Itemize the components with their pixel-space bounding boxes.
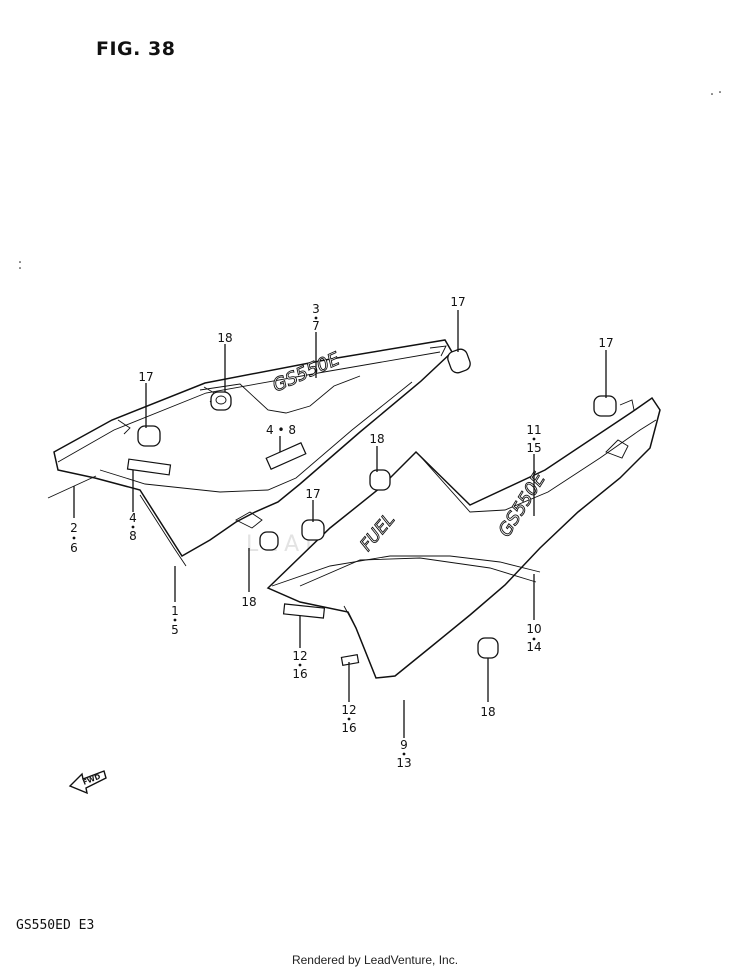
left-cover-pad (126, 458, 172, 476)
model-code: GS550ED E3 (16, 918, 95, 933)
callout-10: 10 (526, 622, 541, 636)
callout-16: 16 (292, 667, 307, 681)
callout-17: 17 (450, 295, 465, 309)
callout-labels: 3 7 17 18 17 17 4 • 8 11 15 18 17 2 6 4 … (70, 295, 613, 770)
right-cover-pad-small (340, 653, 360, 667)
callout-18: 18 (241, 595, 256, 609)
footer-credit: Rendered by LeadVenture, Inc. (291, 953, 459, 967)
callout-18: 18 (369, 432, 384, 446)
grommet-18-mid (369, 469, 391, 491)
figure-title: FIG. 38 (96, 38, 176, 60)
callout-17: 17 (138, 370, 153, 384)
callout-5: 5 (171, 623, 179, 637)
callout-15: 15 (526, 441, 541, 455)
callout-4: 4 (129, 511, 137, 525)
callout-9: 9 (400, 738, 408, 752)
right-cover-pad (282, 603, 326, 619)
callout-7: 7 (312, 319, 320, 333)
grommet-17-left (137, 425, 161, 447)
callout-4-8: 4 • 8 (266, 423, 296, 437)
left-frame-cover[interactable]: GS550E (47, 339, 453, 567)
callout-6: 6 (70, 541, 78, 555)
grommet-18-low (259, 531, 279, 551)
grommet-18-top (210, 391, 232, 411)
callout-17: 17 (598, 336, 613, 350)
grommet-17-mid (301, 519, 325, 541)
right-frame-cover[interactable]: GS550E FUEL (266, 396, 661, 679)
grommet-18-right-low (477, 637, 499, 659)
callout-17: 17 (305, 487, 320, 501)
fwd-arrow-icon: FWD (68, 770, 107, 795)
callout-1: 1 (171, 604, 179, 618)
callout-12: 12 (341, 703, 356, 717)
callout-2: 2 (70, 521, 78, 535)
callout-8: 8 (129, 529, 137, 543)
callout-18: 18 (480, 705, 495, 719)
callout-18: 18 (217, 331, 232, 345)
callout-16: 16 (341, 721, 356, 735)
leader-lines (73, 310, 607, 738)
callout-12: 12 (292, 649, 307, 663)
callout-13: 13 (396, 756, 411, 770)
grommet-17-top (447, 348, 471, 374)
callout-14: 14 (526, 640, 541, 654)
callout-3: 3 (312, 302, 320, 316)
callout-11: 11 (526, 423, 541, 437)
grommet-17-right (593, 395, 617, 417)
left-cover-pad-upper (265, 441, 307, 471)
